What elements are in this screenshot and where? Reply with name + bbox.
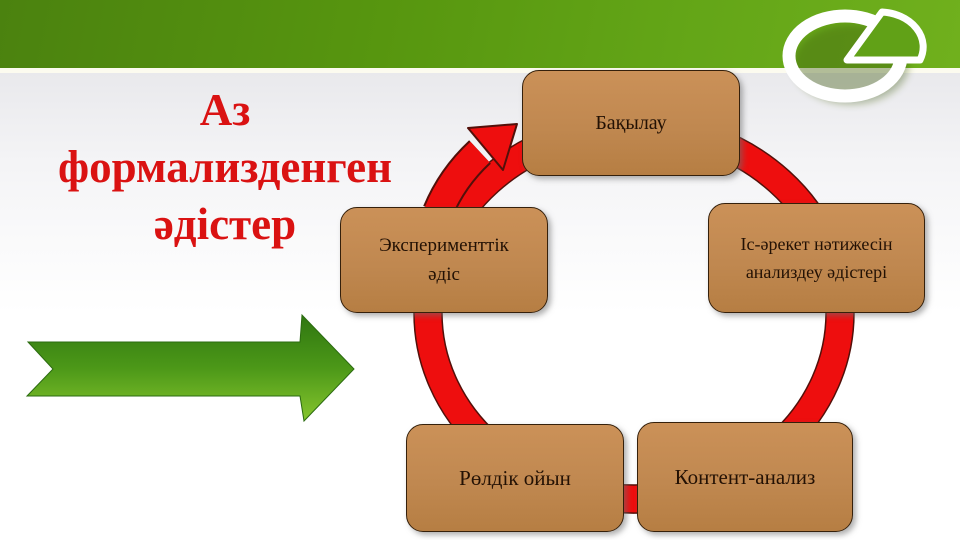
cycle-node-label: Іс-әрекет нәтижесін анализдеу әдістері (740, 234, 893, 282)
cycle-node-label: Контент-анализ (674, 464, 816, 489)
bar-divider-line (0, 68, 960, 73)
cycle-node-role-play: Рөлдік ойын (406, 424, 624, 532)
cycle-node-content-analysis: Контент-анализ (637, 422, 853, 532)
cycle-node-label: Бақылау (595, 111, 667, 134)
slide-title: Аз формализденген әдістер (15, 82, 435, 253)
slide-title-line: әдістер (153, 199, 297, 249)
cycle-arrowhead-icon (467, 123, 518, 171)
cycle-node-experimental-method: Эксперименттік әдіс (340, 207, 548, 313)
slide-title-line: Аз (199, 85, 251, 135)
cycle-arrow-shaft-fill (425, 141, 490, 218)
cycle-node-label: Рөлдік ойын (459, 465, 571, 490)
logo-pie-wedge (843, 8, 927, 64)
cycle-node-activity-result-analysis: Іс-әрекет нәтижесін анализдеу әдістері (708, 203, 925, 313)
cycle-node-observation: Бақылау (522, 70, 740, 176)
cycle-node-label: Эксперименттік әдіс (379, 235, 509, 285)
slide-title-line: формализденген (57, 142, 393, 192)
green-right-arrow (25, 313, 355, 423)
